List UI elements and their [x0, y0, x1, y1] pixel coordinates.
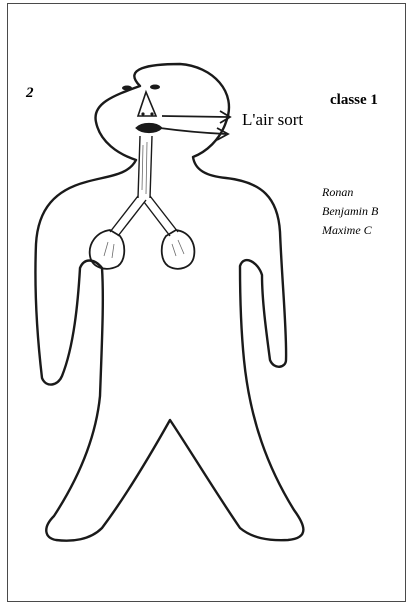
- upper-air-arrow: [162, 116, 228, 117]
- right-lung: [162, 230, 195, 269]
- left-nostril: [141, 112, 144, 115]
- class-label: classe 1: [330, 92, 378, 109]
- nose: [138, 92, 156, 116]
- trachea: [138, 136, 152, 198]
- author-names: Ronan Benjamin B Maxime C: [322, 183, 378, 240]
- right-bronchus: [144, 196, 178, 236]
- left-eye: [122, 86, 132, 91]
- right-nostril: [150, 112, 153, 115]
- author-name: Benjamin B: [322, 202, 378, 221]
- mouth: [136, 124, 162, 133]
- right-eye: [150, 85, 160, 90]
- drawing-number: 2: [26, 85, 34, 102]
- air-out-caption: L'air sort: [242, 110, 303, 130]
- author-name: Maxime C: [322, 221, 378, 240]
- trachea-shading: [142, 142, 147, 194]
- author-name: Ronan: [322, 183, 378, 202]
- lung-veins: [104, 240, 184, 258]
- body-outline: [35, 64, 303, 541]
- left-bronchus: [110, 196, 146, 236]
- lower-air-arrow: [160, 128, 226, 134]
